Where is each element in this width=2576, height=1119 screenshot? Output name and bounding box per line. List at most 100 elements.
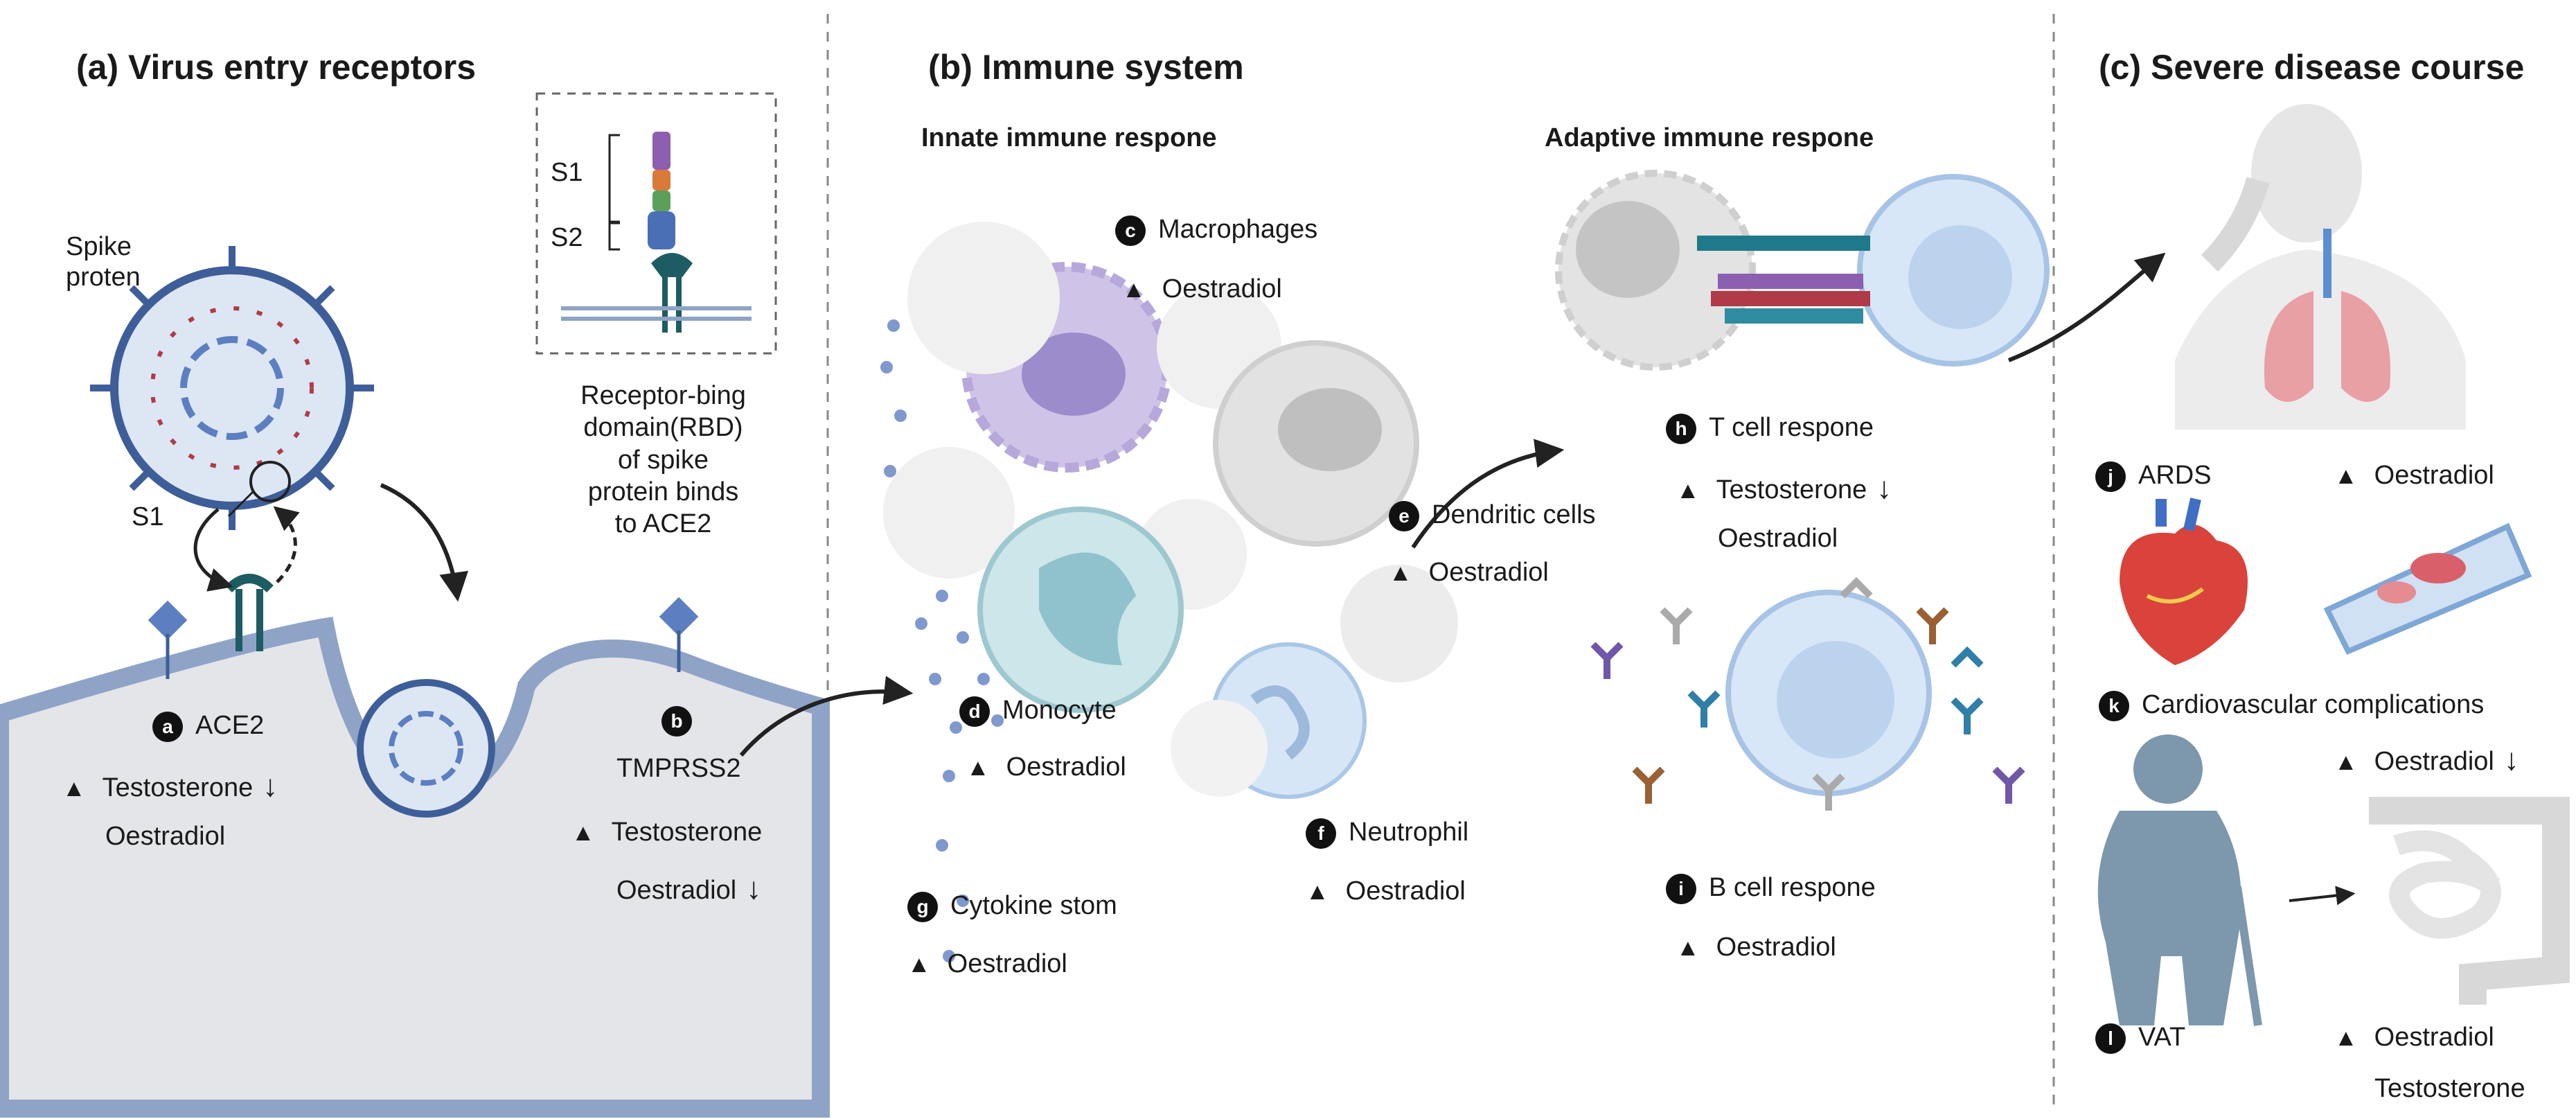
item-b-badge: b: [661, 705, 704, 737]
antigen-presenting-cell: [1555, 170, 1756, 371]
item-b-effect-2: Oestradiol↓: [616, 872, 762, 906]
inset-s1-label: S1: [551, 158, 583, 187]
item-h-effect-2: Oestradiol: [1718, 524, 1838, 553]
membrane-receptor-right: [659, 597, 699, 672]
increase-marker-icon: ▲: [1306, 879, 1329, 905]
s1-label: S1: [132, 502, 164, 531]
spike-protein-label: Spike proten: [66, 232, 141, 292]
down-arrow-icon: ↓: [746, 872, 762, 906]
down-arrow-icon: ↓: [2503, 743, 2519, 777]
item-b-tmprss2: TMPRSS2: [616, 754, 741, 783]
badge-l: l: [2095, 1023, 2126, 1054]
panel-b-title: (b) Immune system: [928, 48, 1244, 87]
item-a-ace2: a ACE2: [152, 711, 264, 742]
panel-a-title: (a) Virus entry receptors: [76, 48, 477, 87]
innate-to-adaptive-arrow: [1411, 439, 1565, 549]
badge-c: c: [1115, 215, 1146, 246]
item-d-effect: ▲Oestradiol: [966, 752, 1126, 782]
badge-e: e: [1389, 500, 1419, 531]
spike-protein-icon: [561, 132, 752, 333]
badge-g: g: [907, 891, 938, 922]
increase-marker-icon: ▲: [2334, 749, 2358, 775]
s2-bracket: [608, 222, 620, 251]
item-l-effect-2: Testosterone: [2374, 1074, 2525, 1103]
coughing-person: [2175, 104, 2466, 430]
item-a-name: ACE2: [195, 711, 265, 740]
badge-j: j: [2095, 461, 2126, 492]
item-b-effect-1: ▲Testosterone: [571, 818, 763, 847]
unbinding-arrow: [273, 506, 300, 583]
down-arrow-icon: ↓: [1876, 471, 1892, 505]
item-f-effect: ▲Oestradiol: [1306, 876, 1466, 906]
heart-icon: [2120, 497, 2248, 665]
item-e-effect: ▲Oestradiol: [1389, 558, 1549, 587]
item-g-effect: ▲Oestradiol: [907, 949, 1067, 978]
s1-leader: [227, 491, 254, 518]
monocyte-cell: [977, 506, 1184, 713]
increase-marker-icon: ▲: [2334, 1025, 2358, 1051]
adaptive-to-severe-arrow: [2007, 252, 2166, 362]
obese-person-icon: [2097, 734, 2262, 1026]
item-l-effect-1: ▲Oestradiol: [2334, 1023, 2494, 1052]
s1-bracket: [608, 134, 620, 223]
increase-marker-icon: ▲: [1122, 276, 1146, 303]
rbd-inset: [535, 92, 777, 355]
down-arrow-icon: ↓: [263, 769, 278, 803]
badge-h: h: [1666, 413, 1696, 444]
inset-s2-label: S2: [551, 223, 583, 252]
blood-vessel-icon: [2323, 522, 2532, 655]
sars-cov-2-virus: [90, 246, 374, 530]
binding-arrow: [193, 508, 233, 592]
dendritic-cell-light: [1340, 565, 1458, 682]
grey-macrophage: [1213, 340, 1419, 547]
increase-marker-icon: ▲: [1676, 935, 1700, 961]
increase-marker-icon: ▲: [2334, 463, 2358, 489]
entry-arrow: [380, 483, 469, 602]
antibodies: [1590, 576, 2025, 811]
item-i-effect: ▲Oestradiol: [1676, 933, 1836, 962]
b-cell: [1725, 590, 1932, 796]
badge-a: a: [152, 711, 183, 742]
ghost-cell-5: [1171, 700, 1268, 797]
increase-marker-icon: ▲: [1676, 477, 1700, 504]
increase-marker-icon: ▲: [62, 775, 86, 802]
lungs-icon: [2264, 291, 2391, 402]
innate-heading: Innate immune respone: [921, 123, 1217, 152]
badge-k: k: [2099, 690, 2129, 721]
tmprss2-to-immune-arrow: [739, 676, 914, 757]
tcr-mhc-complex: [1697, 236, 1870, 324]
item-a-effect-2: Oestradiol: [105, 822, 226, 851]
rbd-caption: Receptor-bing domain(RBD) of spike prote…: [580, 381, 746, 539]
item-j-effect: ▲Oestradiol: [2334, 461, 2494, 490]
item-a-effect-1: ▲Testosterone↓: [62, 769, 278, 803]
increase-marker-icon: ▲: [907, 951, 931, 978]
ghost-cell-3: [883, 447, 1015, 579]
item-k-effect: ▲Oestradiol↓: [2334, 743, 2519, 777]
badge-d: d: [959, 696, 990, 727]
badge-f: f: [1306, 818, 1336, 849]
increase-marker-icon: ▲: [1389, 560, 1412, 586]
item-h-effect-1: ▲Testosterone↓: [1676, 471, 1892, 505]
t-cell: [1857, 174, 2050, 367]
adaptive-heading: Adaptive immune respone: [1545, 123, 1874, 152]
intestine-icon: [2369, 797, 2570, 1005]
badge-i: i: [1666, 873, 1696, 904]
ghost-cell-1: [907, 222, 1060, 374]
increase-marker-icon: ▲: [966, 755, 990, 781]
badge-b: b: [661, 705, 692, 737]
vat-arrow: [2289, 885, 2356, 906]
increase-marker-icon: ▲: [571, 820, 595, 846]
item-c-effect: ▲Oestradiol: [1122, 274, 1282, 303]
internalized-virus: [357, 679, 495, 818]
